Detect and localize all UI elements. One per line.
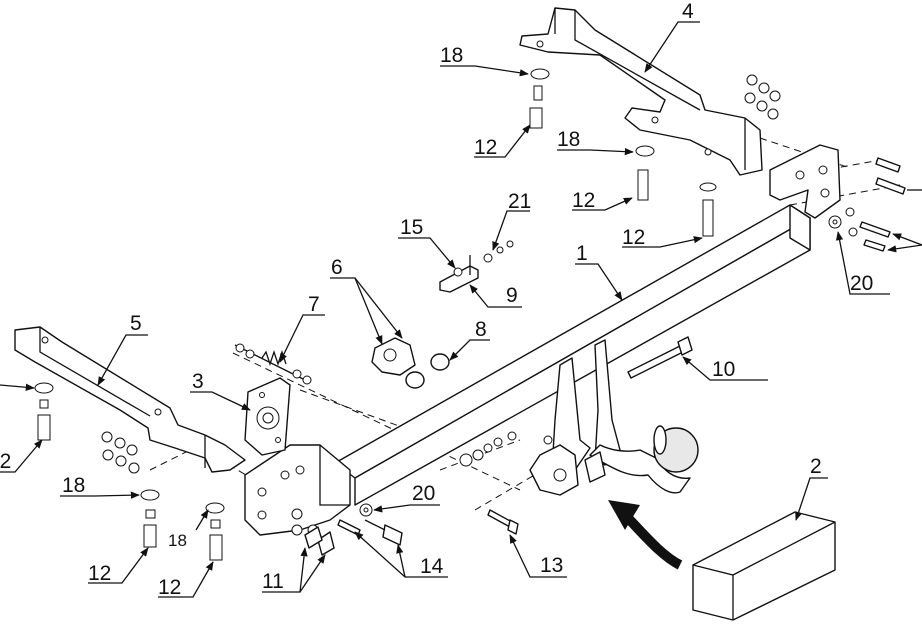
label-part-3: 3 bbox=[192, 370, 204, 393]
label-part-13: 13 bbox=[540, 554, 563, 577]
side-bracket-right bbox=[519, 7, 763, 176]
label-part-12-mid: 12 bbox=[572, 189, 595, 212]
label-part-12-right: 12 bbox=[622, 226, 645, 249]
label-part-15: 15 bbox=[400, 216, 423, 239]
middle-nuts bbox=[459, 431, 517, 467]
socket-plate bbox=[244, 377, 291, 456]
end-plate-right bbox=[769, 144, 841, 219]
label-part-12-left: 12 bbox=[0, 450, 11, 473]
tow-ball bbox=[584, 425, 699, 494]
label-part-18-mid: 18 bbox=[557, 128, 580, 151]
label-part-1: 1 bbox=[576, 242, 588, 265]
label-part-12-bottom: 12 bbox=[158, 576, 181, 599]
electrical-kit-box bbox=[692, 511, 836, 621]
label-part-8: 8 bbox=[475, 318, 487, 341]
assembly-arrow-icon bbox=[608, 500, 683, 570]
label-part-18-left: 18 bbox=[62, 474, 85, 497]
label-part-21: 21 bbox=[508, 190, 531, 213]
cross-beam bbox=[334, 204, 811, 506]
right-bracket-nuts bbox=[744, 74, 781, 120]
bolt-10 bbox=[627, 336, 693, 379]
label-part-18-top: 18 bbox=[440, 44, 463, 67]
spacer-blocks bbox=[371, 337, 450, 389]
label-part-10: 10 bbox=[712, 358, 735, 381]
label-part-20-right: 20 bbox=[850, 272, 873, 295]
label-part-4: 4 bbox=[682, 0, 694, 23]
right-fasteners bbox=[828, 157, 906, 252]
callout-leaders bbox=[0, 21, 922, 598]
small-bracket bbox=[439, 240, 514, 293]
end-plate-left bbox=[244, 444, 351, 536]
label-part-5: 5 bbox=[130, 312, 142, 335]
label-part-7: 7 bbox=[308, 293, 320, 316]
label-part-12-top: 12 bbox=[474, 136, 497, 159]
left-fasteners bbox=[291, 503, 403, 556]
label-part-12-left-bottom: 12 bbox=[88, 562, 111, 585]
callout-labels: 4 18 12 18 12 12 21 15 9 1 6 8 7 3 5 10 … bbox=[0, 0, 873, 599]
bolt-washer-sets bbox=[34, 68, 717, 561]
label-part-2: 2 bbox=[810, 455, 822, 478]
bolt-13 bbox=[487, 509, 519, 535]
left-bracket-nuts bbox=[101, 431, 140, 474]
label-part-9: 9 bbox=[506, 284, 518, 307]
label-part-18-small: 18 bbox=[168, 531, 187, 550]
label-part-11: 11 bbox=[262, 570, 284, 593]
label-part-20-left: 20 bbox=[412, 482, 435, 505]
label-part-14: 14 bbox=[420, 555, 444, 578]
label-part-6: 6 bbox=[331, 256, 343, 279]
spring-bolt bbox=[234, 343, 312, 385]
side-bracket-left bbox=[14, 326, 246, 473]
